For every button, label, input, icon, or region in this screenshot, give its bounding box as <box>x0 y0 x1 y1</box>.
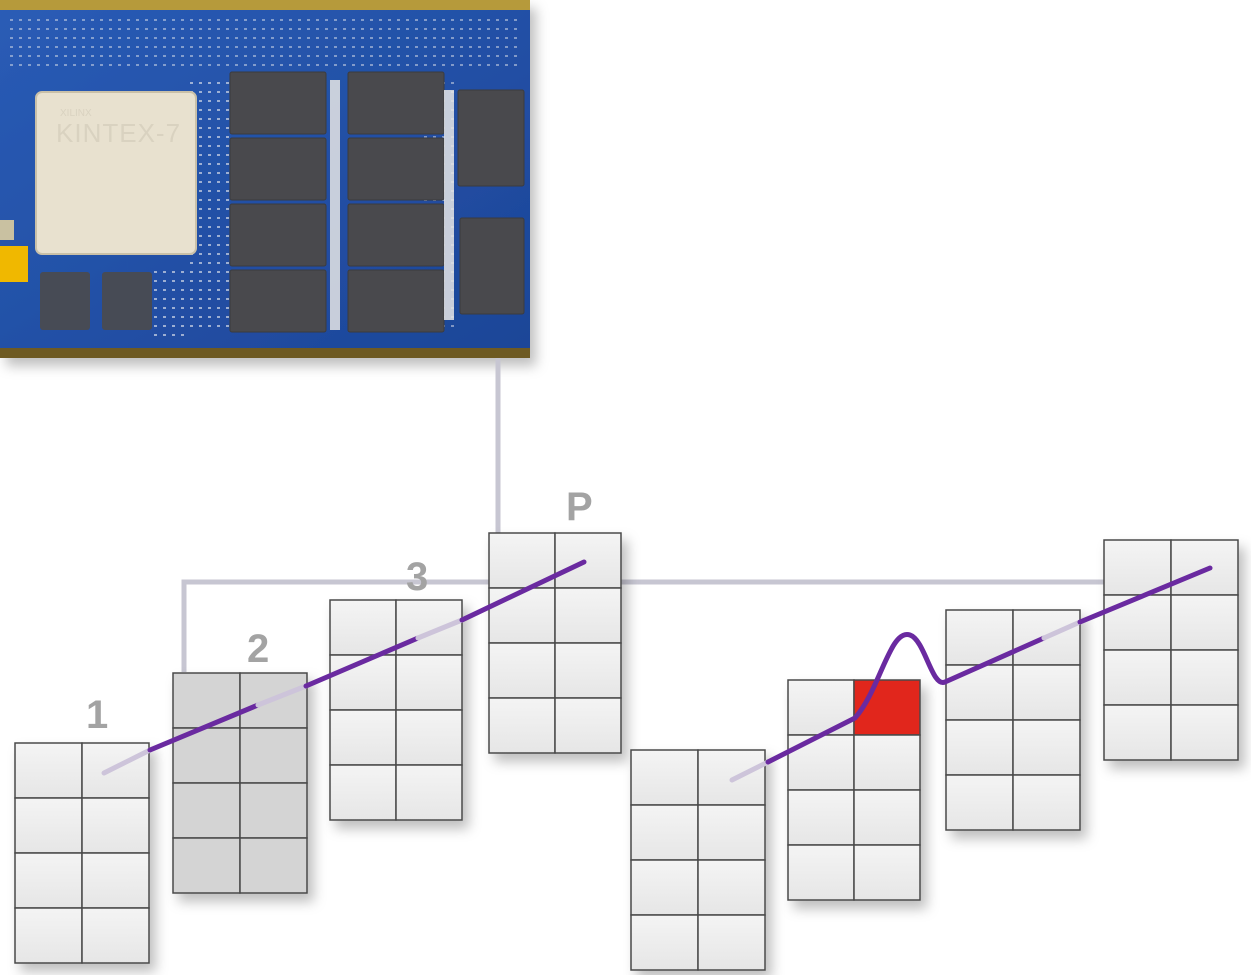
block-cell <box>1103 539 1172 596</box>
stripe-fade-2 <box>255 683 309 708</box>
block-cell <box>14 907 83 964</box>
data-block-1 <box>14 742 150 964</box>
data-block-r1 <box>630 749 766 971</box>
block-cell <box>1012 774 1081 831</box>
block-cell <box>554 587 622 644</box>
block-cell <box>329 764 397 821</box>
block-cell <box>630 914 699 971</box>
block-cell <box>853 844 921 901</box>
block-cell <box>630 749 699 806</box>
block-cell <box>945 719 1014 776</box>
block-cell <box>697 914 766 971</box>
block-cell <box>239 782 308 839</box>
block-cell <box>395 709 463 766</box>
block-cell <box>787 679 855 736</box>
block-label-2: 2 <box>247 627 269 671</box>
block-cell <box>1012 719 1081 776</box>
block-cell <box>554 532 622 589</box>
stripe-line-2 <box>303 635 421 689</box>
block-cell <box>1103 594 1172 651</box>
stripe-fade-4 <box>729 759 771 783</box>
block-cell <box>172 672 241 729</box>
block-cell <box>81 907 150 964</box>
stripe-line-4 <box>765 632 1047 765</box>
connector-lines <box>181 358 1108 672</box>
block-cell <box>1103 649 1172 706</box>
block-label-1: 1 <box>86 693 108 737</box>
fpga-board: XILINX KINTEX-7 <box>0 0 530 358</box>
block-cell <box>853 789 921 846</box>
parity-block <box>488 532 622 754</box>
block-cell <box>1170 594 1239 651</box>
data-block-2 <box>172 672 308 894</box>
stripe-line-3 <box>459 559 587 623</box>
right-block-group <box>630 539 1239 971</box>
block-cell <box>1170 539 1239 596</box>
data-block-3 <box>329 599 463 821</box>
block-cell <box>787 734 855 791</box>
block-cell <box>1170 704 1239 761</box>
block-cell <box>395 764 463 821</box>
block-cell <box>81 797 150 854</box>
block-cell <box>239 837 308 894</box>
block-cell <box>395 599 463 656</box>
block-cell <box>488 587 556 644</box>
block-cell <box>329 599 397 656</box>
chip-vendor: XILINX <box>60 108 92 119</box>
data-block-r3 <box>945 609 1081 831</box>
block-cell <box>81 852 150 909</box>
block-cell <box>1103 704 1172 761</box>
fpga-chip: XILINX KINTEX-7 <box>35 91 197 255</box>
block-cell <box>1012 664 1081 721</box>
block-cell <box>853 734 921 791</box>
block-cell <box>554 642 622 699</box>
stripe-fade-5 <box>1041 619 1083 641</box>
block-cell <box>630 859 699 916</box>
stripe-line-5 <box>1077 565 1213 625</box>
block-cell <box>172 837 241 894</box>
block-cell <box>14 852 83 909</box>
block-cell <box>697 804 766 861</box>
stripe-line-1 <box>147 702 261 753</box>
block-cell <box>488 697 556 754</box>
block-cell <box>787 789 855 846</box>
block-cell <box>1170 649 1239 706</box>
block-cell <box>14 742 83 799</box>
chip-family: KINTEX-7 <box>56 118 181 148</box>
block-cell <box>172 782 241 839</box>
block-cell <box>329 709 397 766</box>
stripe-fade-1 <box>101 747 153 776</box>
block-cell <box>945 664 1014 721</box>
stripe-lines <box>101 559 1213 783</box>
data-block-r2 <box>787 679 921 901</box>
block-label-3: 3 <box>406 555 428 599</box>
block-label-parity: P <box>566 485 593 529</box>
block-cell <box>239 727 308 784</box>
block-cell <box>554 697 622 754</box>
block-cell <box>697 859 766 916</box>
block-cell <box>14 797 83 854</box>
block-cell <box>630 804 699 861</box>
stripe-fade-3 <box>415 617 465 641</box>
parity-block-r <box>1103 539 1239 761</box>
left-block-group <box>14 532 622 964</box>
block-cell <box>488 642 556 699</box>
block-cell <box>395 654 463 711</box>
block-cell <box>81 742 150 799</box>
block-cell <box>945 774 1014 831</box>
memory-chips <box>229 71 525 333</box>
block-cell <box>787 844 855 901</box>
